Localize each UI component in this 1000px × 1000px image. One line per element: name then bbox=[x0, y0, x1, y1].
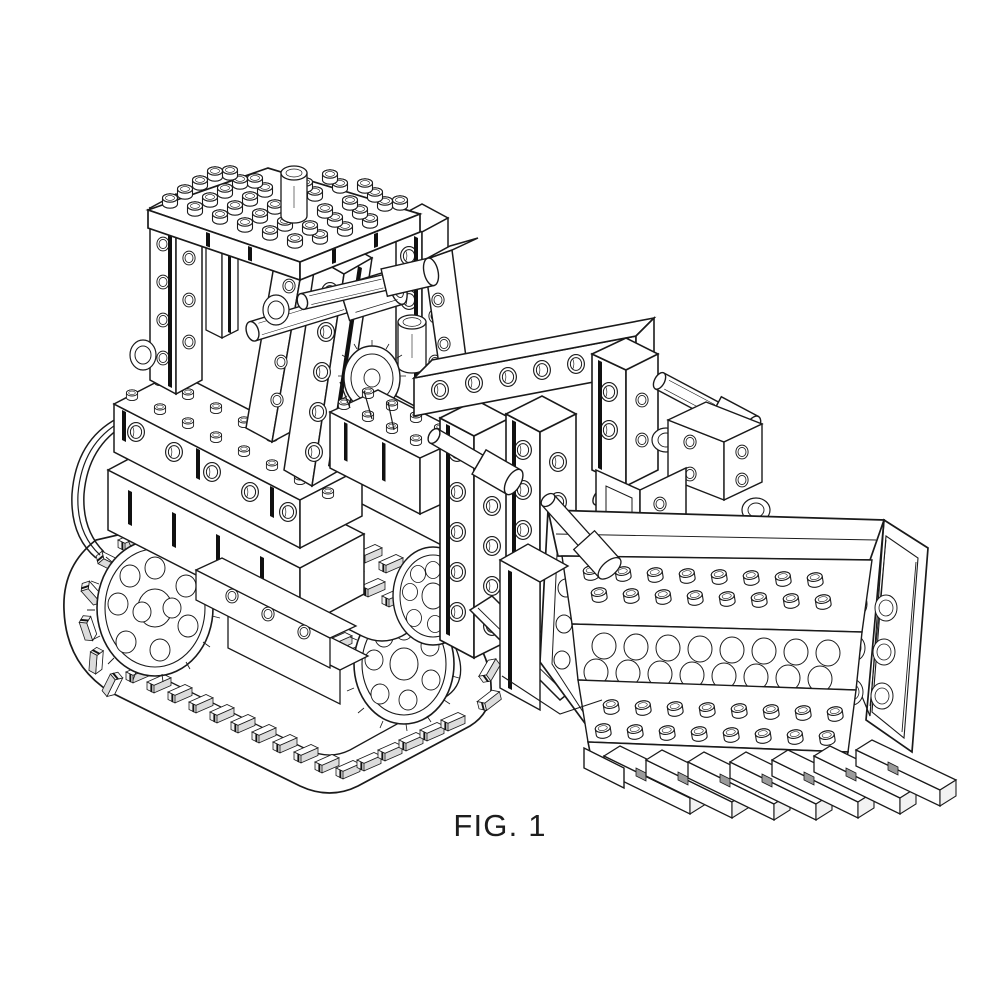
sprocket-rear bbox=[87, 532, 221, 683]
bucket-teeth bbox=[583, 739, 958, 822]
front-support-detail bbox=[498, 492, 622, 715]
pneumatic-hose bbox=[71, 417, 127, 559]
canopy-center-pin bbox=[280, 165, 308, 224]
center-pin-cylinder bbox=[397, 314, 427, 374]
cylinder-boom-right bbox=[262, 257, 440, 326]
figure-caption: FIG. 1 bbox=[453, 808, 547, 843]
bucket bbox=[539, 507, 929, 771]
chassis-detail bbox=[194, 557, 370, 706]
canopy bbox=[145, 165, 423, 282]
lift-arm bbox=[411, 316, 660, 488]
